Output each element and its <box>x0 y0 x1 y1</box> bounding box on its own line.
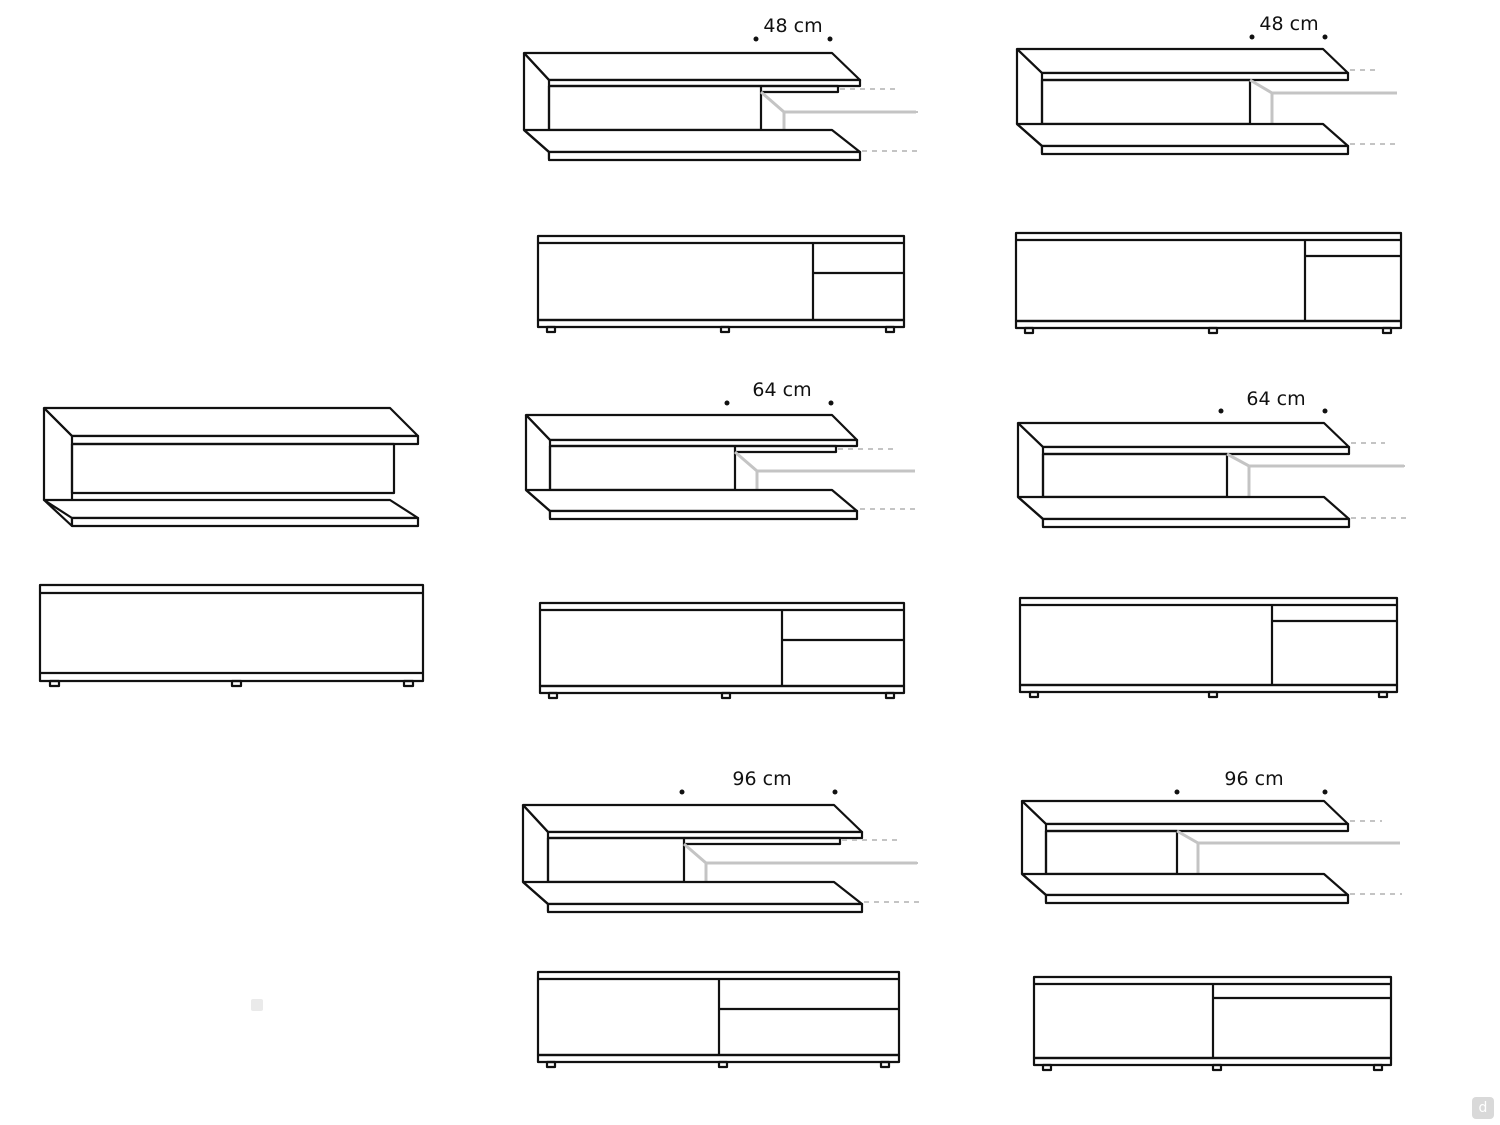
dimension-label-96: 96 cm <box>732 768 791 790</box>
unit-96cm-perspective-a: 96 cm <box>521 768 920 914</box>
dimension-label-64: 64 cm <box>1246 388 1305 410</box>
unit-64cm-perspective-a: 64 cm <box>524 379 916 521</box>
unit-96cm-front-view-b <box>1032 975 1393 1072</box>
watermark-logo-icon: d <box>1472 1097 1494 1119</box>
unit-64cm-perspective-b: 64 cm <box>1016 388 1407 529</box>
unit-48cm-front-view-a <box>536 234 906 334</box>
unit-96cm-perspective-b: 96 cm <box>1020 768 1402 905</box>
base-unit-front-view <box>38 583 425 688</box>
dimension-label-48: 48 cm <box>1259 13 1318 35</box>
dimension-label-96: 96 cm <box>1224 768 1283 790</box>
dimension-label-48: 48 cm <box>763 15 822 37</box>
unit-96cm-front-view-a <box>536 970 901 1069</box>
base-unit-perspective <box>42 406 420 528</box>
dimension-label-64: 64 cm <box>752 379 811 401</box>
unit-64cm-front-view-a <box>538 601 906 700</box>
faint-marker <box>251 999 263 1011</box>
unit-48cm-front-view-b <box>1014 231 1403 335</box>
unit-48cm-perspective-b: 48 cm <box>1015 13 1398 156</box>
unit-48cm-perspective-a: 48 cm <box>522 15 918 162</box>
unit-64cm-front-view-b <box>1018 596 1399 699</box>
